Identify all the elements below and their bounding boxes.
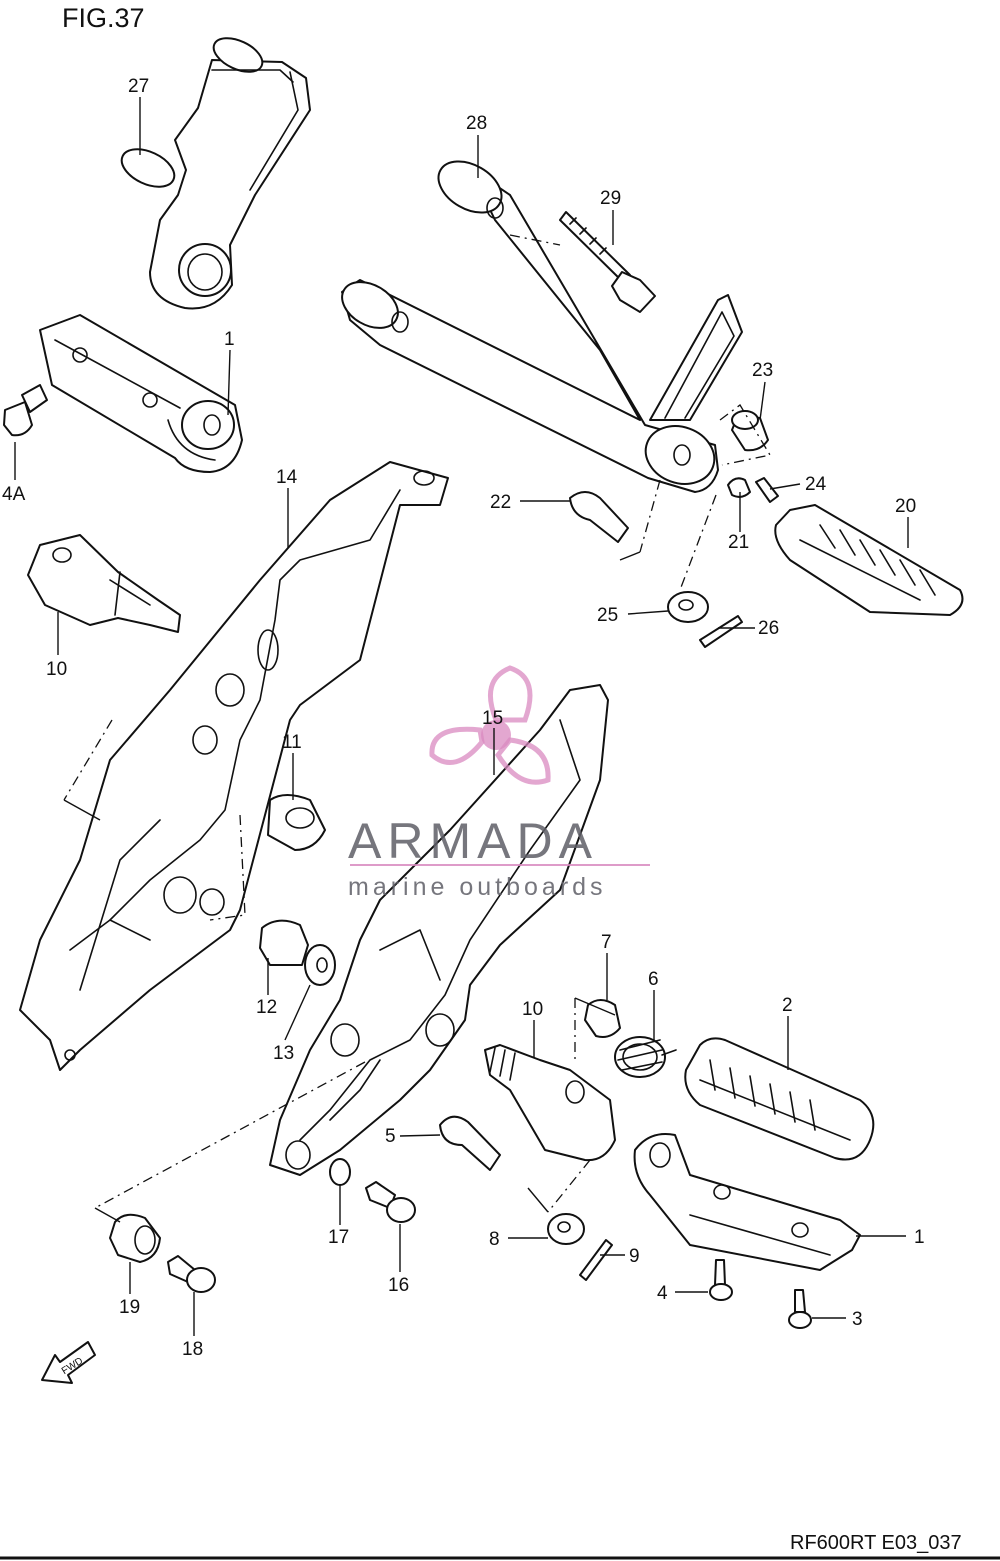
part-10-top-pivot [27,534,181,633]
part-12-nut [259,919,309,966]
callout-17: 17 [328,1227,349,1248]
callout-12: 12 [256,997,277,1018]
part-13-washer [304,944,336,986]
callout-10-top: 10 [46,659,67,680]
part-15-step-bracket-right [269,684,609,1176]
part-4a-bolt [3,384,48,437]
assembly-lines [63,234,772,1213]
callout-3: 3 [852,1309,863,1330]
watermark-logo: ARMADA marine outboards [348,665,650,901]
callout-14: 14 [276,467,298,488]
callout-16: 16 [388,1275,409,1296]
callout-25: 25 [597,605,618,626]
part-14-step-bracket-left [19,461,449,1071]
callout-4: 4 [657,1283,668,1304]
callout-20: 20 [895,496,916,517]
figure-code: RF600RT E03_037 [790,1532,962,1554]
callout-11: 11 [282,732,302,753]
part-29-bolt [559,211,656,313]
part-18-bolt [167,1255,216,1293]
fwd-arrow-icon: FWD [41,1341,96,1384]
callout-13: 13 [273,1043,294,1064]
part-9-cotter-pin [579,1239,613,1281]
part-19-collar [109,1213,161,1263]
callout-28: 28 [466,113,487,134]
callout-26: 26 [758,618,779,639]
part-27-bracket [120,37,311,310]
part-21-ball [727,477,751,498]
part-11-collar [267,794,326,851]
callout-27: 27 [128,76,149,97]
part-25-washer [667,591,709,623]
part-10-bottom-pivot [484,1044,616,1162]
callout-5: 5 [385,1126,396,1147]
part-1-bottom-footrest-bracket [633,1133,861,1271]
part-2-footpeg-rubber [684,1037,875,1161]
part-20-footpeg-rubber [774,504,964,616]
part-26-cotter-pin [699,615,743,648]
callout-24: 24 [805,474,827,495]
watermark-brand: ARMADA [348,813,598,869]
callout-21: 21 [728,532,749,553]
leader-lines [14,97,909,1336]
callout-9: 9 [629,1246,640,1267]
callout-23: 23 [752,360,773,381]
part-6-spring [614,1036,677,1078]
callout-18: 18 [182,1339,203,1360]
callout-8: 8 [489,1229,500,1250]
callout-10-bottom: 10 [522,999,543,1020]
figure-title: FIG.37 [62,3,145,33]
callout-6: 6 [648,969,659,990]
part-3-screw [788,1289,812,1329]
callout-7: 7 [601,932,612,953]
part-4-screw [709,1259,733,1301]
callout-2: 2 [782,995,793,1016]
part-5-bolt [439,1115,501,1171]
part-8-washer [547,1213,585,1245]
part-23-cap [731,410,769,452]
pivot-lines [63,551,641,1223]
callout-29: 29 [600,188,621,209]
callout-19: 19 [119,1297,140,1318]
callout-4a: 4A [2,484,26,505]
callout-22: 22 [490,492,511,513]
callout-labels: 27 28 29 1 4A 23 24 22 21 20 14 10 25 26… [2,76,925,1360]
part-24-pin [755,477,779,503]
part-22-bolt [569,491,629,543]
callout-15: 15 [482,708,503,729]
part-1-top-footrest-bracket [39,314,243,473]
callout-1-top: 1 [224,329,235,350]
callout-1-bottom: 1 [914,1227,925,1248]
part-16-bolt [365,1181,416,1223]
part-28-passenger-bracket [341,160,743,493]
watermark-tagline: marine outboards [348,873,607,901]
part-7-collar [584,999,621,1038]
part-17-washer [329,1158,351,1186]
